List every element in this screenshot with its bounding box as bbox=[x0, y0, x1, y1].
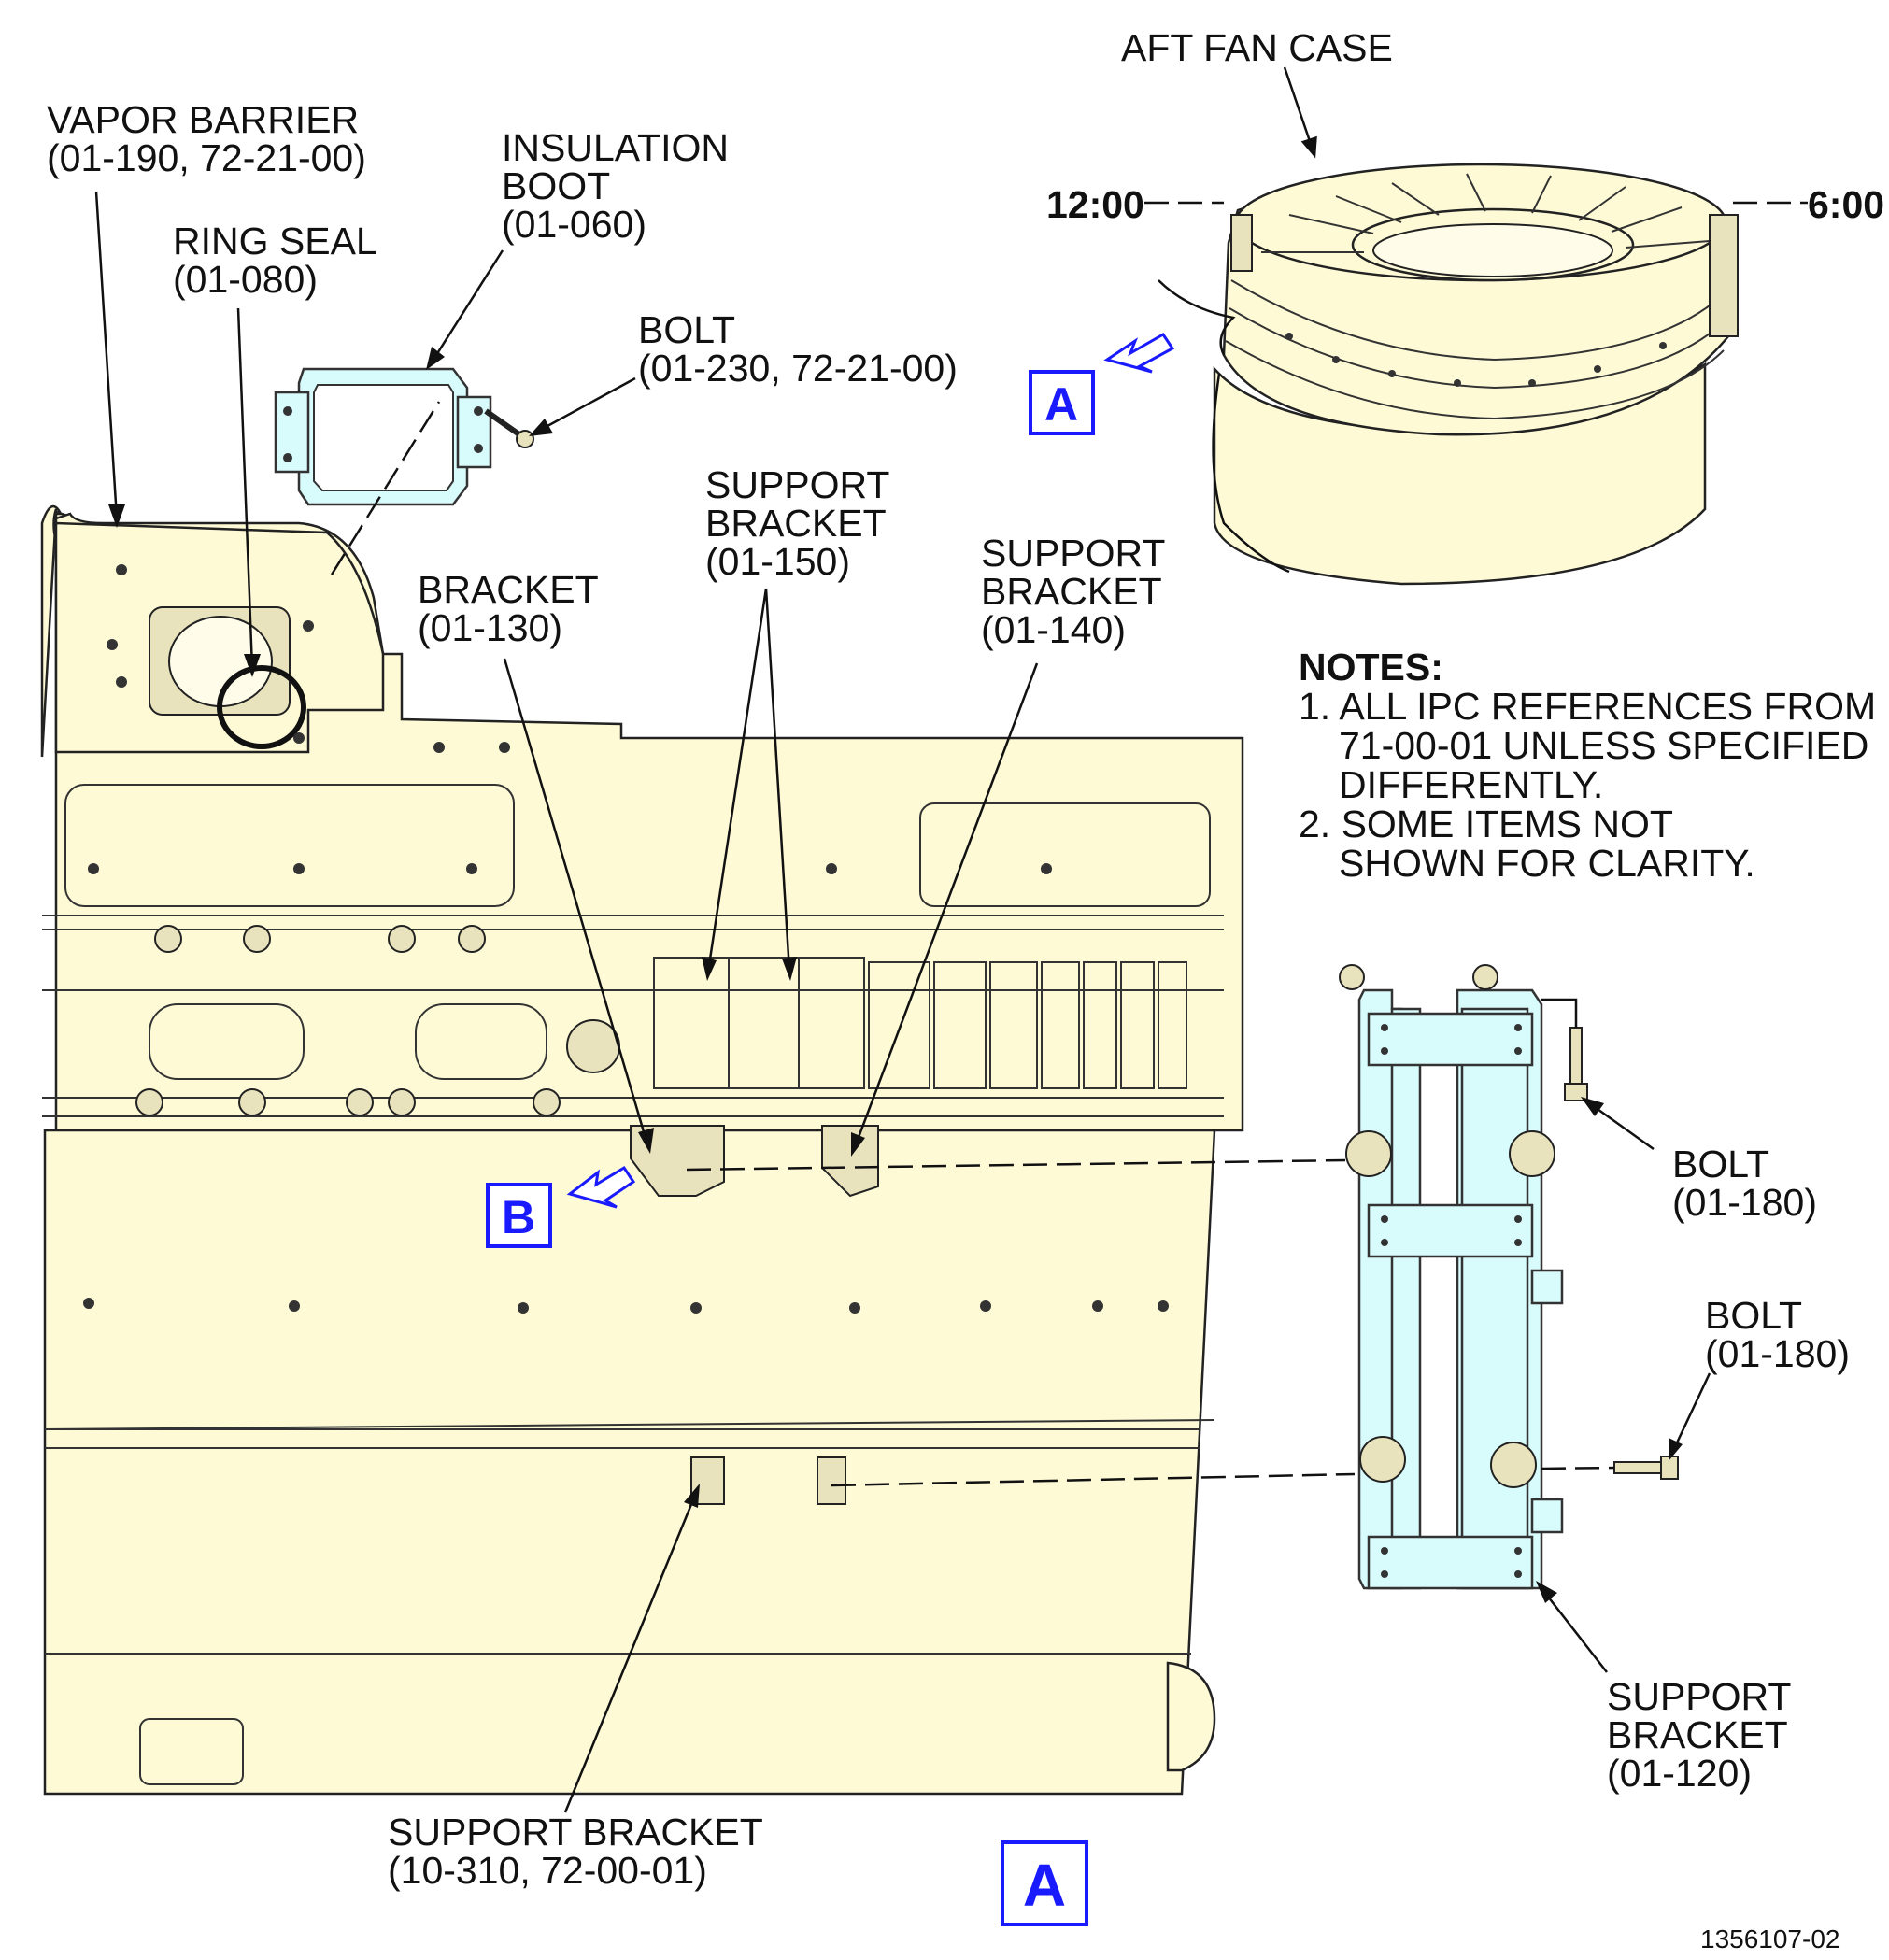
note-line-2: 71-00-01 UNLESS SPECIFIED bbox=[1339, 724, 1868, 767]
bolt-180-lower-label-2: (01-180) bbox=[1705, 1332, 1850, 1375]
bolt-230-illustration bbox=[484, 408, 534, 448]
support-bracket-150-label-2: BRACKET bbox=[705, 502, 887, 545]
support-bracket-140-label-2: BRACKET bbox=[981, 570, 1162, 613]
support-bracket-140-label-3: (01-140) bbox=[981, 608, 1126, 651]
support-bracket-120-illustration bbox=[1339, 964, 1564, 1590]
text-labels: AFT FAN CASE 12:00 6:00 VAPOR BARRIER (0… bbox=[47, 26, 1884, 1892]
bracket-130-label-2: (01-130) bbox=[418, 606, 562, 649]
clock-12-label: 12:00 bbox=[1046, 183, 1144, 226]
note-line-5: SHOWN FOR CLARITY. bbox=[1339, 842, 1755, 885]
insulation-boot-label-1: INSULATION bbox=[502, 126, 729, 169]
vapor-barrier-label-1: VAPOR BARRIER bbox=[47, 98, 359, 141]
view-a-title: A bbox=[1001, 1840, 1088, 1926]
view-b-arrow-letter: B bbox=[502, 1191, 535, 1243]
ring-seal-label-1: RING SEAL bbox=[173, 220, 377, 263]
view-a-arrow-letter: A bbox=[1044, 378, 1078, 431]
bolt-180-lower-label-1: BOLT bbox=[1705, 1294, 1802, 1337]
support-bracket-150-label-3: (01-150) bbox=[705, 540, 850, 583]
support-bracket-310-label-1: SUPPORT BRACKET bbox=[388, 1811, 763, 1853]
view-b-arrow-callout: B bbox=[486, 1165, 636, 1248]
bolt-180-lower-illustration bbox=[1613, 1456, 1679, 1480]
bracket-130-label-1: BRACKET bbox=[418, 568, 599, 611]
view-a-title-letter: A bbox=[1023, 1852, 1066, 1919]
main-assembly-illustration bbox=[40, 504, 1244, 1796]
bolt-230-label-2: (01-230, 72-21-00) bbox=[638, 347, 958, 390]
aft-fan-case-illustration bbox=[1158, 163, 1739, 586]
bolt-230-label-1: BOLT bbox=[638, 308, 735, 351]
support-bracket-140-label-1: SUPPORT bbox=[981, 532, 1165, 575]
note-line-4: 2. SOME ITEMS NOT bbox=[1299, 802, 1673, 845]
figure-id: 1356107-02 bbox=[1700, 1924, 1839, 1953]
support-bracket-120-label-2: BRACKET bbox=[1607, 1713, 1788, 1756]
support-bracket-120-label-1: SUPPORT bbox=[1607, 1675, 1791, 1718]
insulation-boot-illustration bbox=[274, 367, 492, 506]
notes-block: NOTES: 1. ALL IPC REFERENCES FROM 71-00-… bbox=[1299, 646, 1876, 885]
note-line-1: 1. ALL IPC REFERENCES FROM bbox=[1299, 685, 1876, 728]
vapor-barrier-label-2: (01-190, 72-21-00) bbox=[47, 136, 366, 179]
support-bracket-150-label-1: SUPPORT bbox=[705, 463, 889, 506]
bolt-180-upper-label-2: (01-180) bbox=[1672, 1181, 1817, 1224]
leader-lines bbox=[94, 191, 1711, 1813]
insulation-boot-label-3: (01-060) bbox=[502, 203, 646, 246]
aft-fan-case-label: AFT FAN CASE bbox=[1121, 26, 1393, 69]
insulation-boot-label-2: BOOT bbox=[502, 164, 610, 207]
note-line-3: DIFFERENTLY. bbox=[1339, 763, 1603, 806]
support-bracket-120-label-3: (01-120) bbox=[1607, 1752, 1752, 1795]
ring-seal-label-2: (01-080) bbox=[173, 258, 318, 301]
bolt-180-upper-illustration bbox=[1541, 998, 1588, 1101]
support-bracket-310-label-2: (10-310, 72-00-01) bbox=[388, 1849, 707, 1892]
assembly-dash-lines bbox=[330, 401, 1615, 1487]
notes-title: NOTES: bbox=[1299, 646, 1443, 689]
view-a-arrow-callout: A bbox=[1029, 333, 1175, 435]
bolt-180-upper-label-1: BOLT bbox=[1672, 1143, 1769, 1186]
clock-6-label: 6:00 bbox=[1808, 183, 1884, 226]
